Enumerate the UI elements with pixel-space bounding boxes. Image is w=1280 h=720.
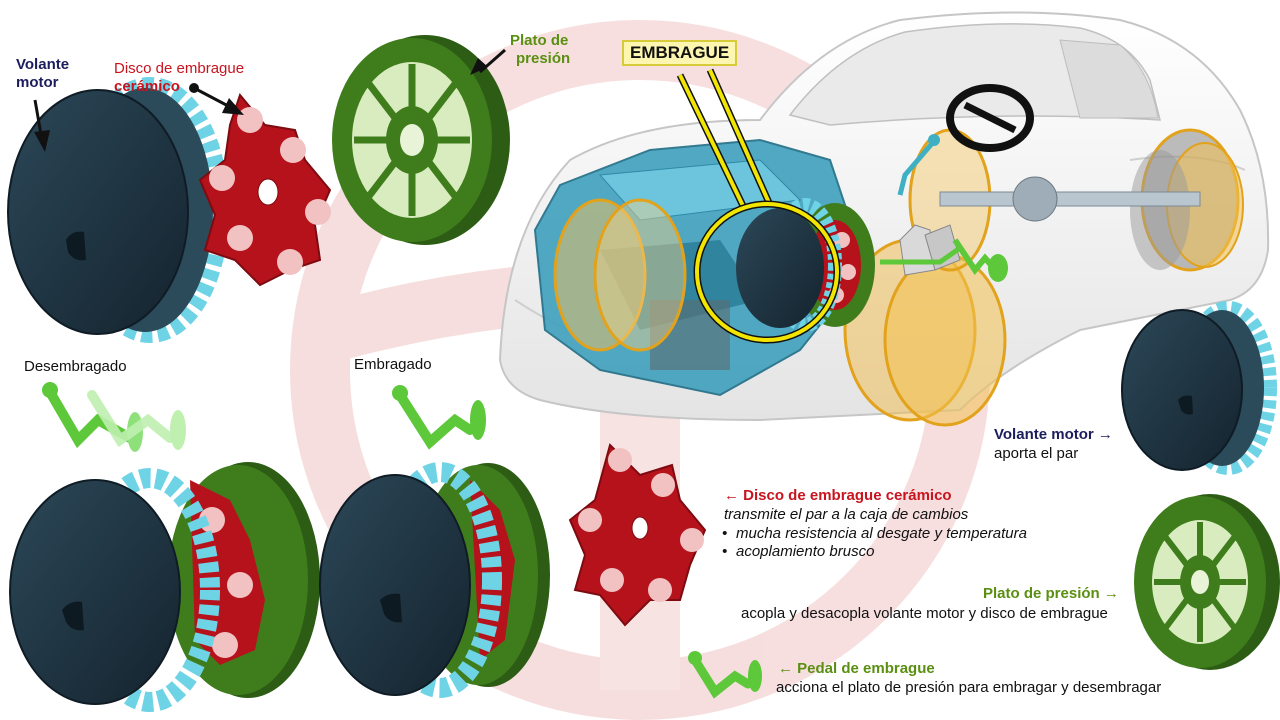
legend-plato-desc: acopla y desacopla volante motor y disco… [741,605,1108,622]
label-pointers [33,48,506,152]
legend-disco-bullets: mucha resistencia al desgate y temperatu… [720,525,1027,561]
label-disco-line2: cerámico [114,78,180,95]
legend-volante-heading: Volante motor → [994,426,1113,443]
steering-wheel [897,84,1034,196]
legend-pedal-desc: acciona el plato de presión para embraga… [776,679,1162,696]
label-disco-line1: Disco de embrague [114,60,245,77]
drive-shaft [939,176,1201,222]
legend-disco-bullet: mucha resistencia al desgate y temperatu… [720,525,1027,543]
legend-volante-desc: aporta el par [994,445,1079,462]
car-engine-discs [553,128,1244,427]
flywheel-right [1121,301,1277,475]
title-embrague: EMBRAGUE [622,40,738,66]
label-desembragado: Desembragado [24,358,127,375]
label-plato-line1: Plato de [510,32,569,49]
car-clutch-assembly [736,198,875,332]
legend-pedal-heading: ← Pedal de embrague [778,660,935,677]
legend-plato-heading: Plato de presión → [983,585,1119,602]
flywheel-top [7,77,229,343]
assembly-disengaged [9,462,320,712]
pedal-desembragado [42,382,186,452]
pressure-plate-right [1134,494,1280,670]
clutch-disc-top [198,92,332,287]
legend-disco-desc: transmite el par a la caja de cambios [724,506,969,523]
pedal-legend-icon [688,651,762,699]
pressure-plate-top [332,35,510,245]
label-embragado: Embragado [354,356,432,373]
pedal-embragado [392,385,486,450]
car-clutch-pedal [880,238,1008,282]
assembly-engaged [319,462,550,698]
clutch-disc-middle [568,443,707,627]
label-volante-line1: Volante [16,56,70,73]
label-volante-line2: motor [16,74,59,91]
legend-disco-bullet: acoplamiento brusco [720,543,1027,561]
label-plato-line2: presión [516,50,571,67]
legend-disco-heading: ← Disco de embrague cerámico [724,487,952,504]
callout-embrague [676,68,841,344]
